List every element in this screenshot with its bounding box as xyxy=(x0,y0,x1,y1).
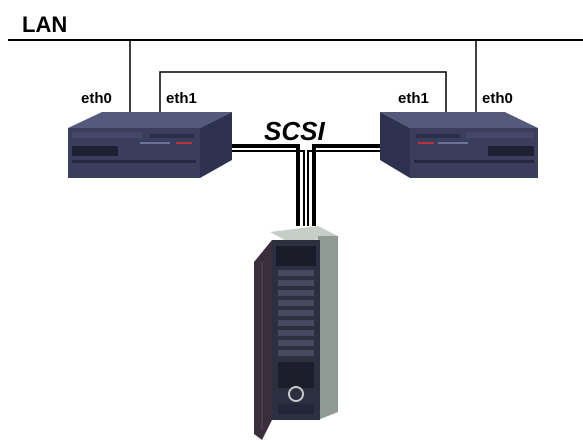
right-server-icon xyxy=(380,112,538,178)
right-eth1-label: eth1 xyxy=(398,90,429,107)
lan-label: LAN xyxy=(22,12,67,37)
scsi-cable-left xyxy=(220,144,300,226)
left-eth0-label: eth0 xyxy=(81,90,112,107)
eth1-interconnect-link xyxy=(159,71,447,118)
scsi-label: SCSI xyxy=(264,116,325,146)
storage-array-icon xyxy=(254,226,338,440)
left-server-icon xyxy=(68,112,232,178)
scsi-cable-left-inner xyxy=(220,150,305,226)
left-eth1-label: eth1 xyxy=(166,90,197,107)
scsi-cable-right-inner xyxy=(307,150,380,226)
right-eth0-label: eth0 xyxy=(482,90,513,107)
scsi-cable-right xyxy=(312,144,380,226)
